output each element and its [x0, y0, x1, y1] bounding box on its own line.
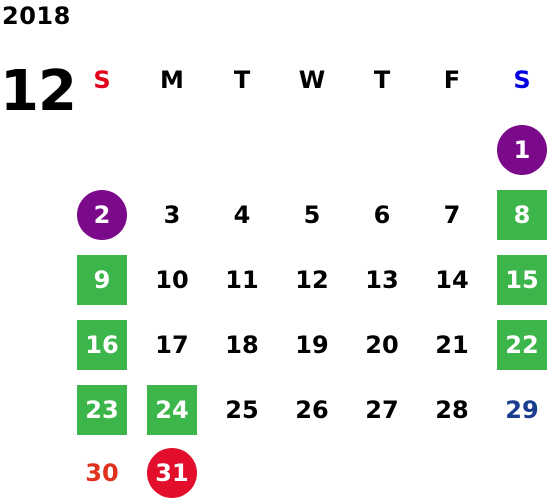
- day-cell[interactable]: 23: [77, 385, 127, 435]
- day-cell[interactable]: 29: [505, 396, 539, 424]
- day-cell[interactable]: 28: [435, 396, 469, 424]
- month-label: 12: [0, 59, 77, 124]
- day-cell[interactable]: 25: [225, 396, 259, 424]
- day-cell[interactable]: 7: [443, 201, 461, 229]
- day-cell[interactable]: 13: [365, 266, 399, 294]
- day-cell[interactable]: 18: [225, 331, 259, 359]
- day-cell[interactable]: 5: [303, 201, 321, 229]
- day-cell[interactable]: 12: [295, 266, 329, 294]
- weekday-header-sat: S: [513, 66, 531, 94]
- day-cell[interactable]: 8: [497, 190, 547, 240]
- day-cell[interactable]: 30: [85, 459, 119, 487]
- day-cell[interactable]: 11: [225, 266, 259, 294]
- day-cell[interactable]: 22: [497, 320, 547, 370]
- day-cell[interactable]: 21: [435, 331, 469, 359]
- year-label: 2018: [2, 2, 71, 30]
- day-cell[interactable]: 27: [365, 396, 399, 424]
- day-cell[interactable]: 16: [77, 320, 127, 370]
- day-cell[interactable]: 14: [435, 266, 469, 294]
- day-cell[interactable]: 3: [163, 201, 181, 229]
- day-cell[interactable]: 9: [77, 255, 127, 305]
- day-cell[interactable]: 31: [147, 448, 197, 498]
- weekday-header-tue: T: [233, 66, 251, 94]
- weekday-header-fri: F: [443, 66, 461, 94]
- day-cell[interactable]: 15: [497, 255, 547, 305]
- day-cell[interactable]: 4: [233, 201, 251, 229]
- weekday-header-mon: M: [160, 66, 184, 94]
- day-cell[interactable]: 1: [497, 125, 547, 175]
- day-cell[interactable]: 17: [155, 331, 189, 359]
- day-cell[interactable]: 2: [77, 190, 127, 240]
- day-cell[interactable]: 20: [365, 331, 399, 359]
- day-cell[interactable]: 10: [155, 266, 189, 294]
- day-cell[interactable]: 6: [373, 201, 391, 229]
- weekday-header-wed: W: [298, 66, 326, 94]
- day-cell[interactable]: 26: [295, 396, 329, 424]
- day-cell[interactable]: 24: [147, 385, 197, 435]
- day-cell[interactable]: 19: [295, 331, 329, 359]
- weekday-header-thu: T: [373, 66, 391, 94]
- weekday-header-sun: S: [93, 66, 111, 94]
